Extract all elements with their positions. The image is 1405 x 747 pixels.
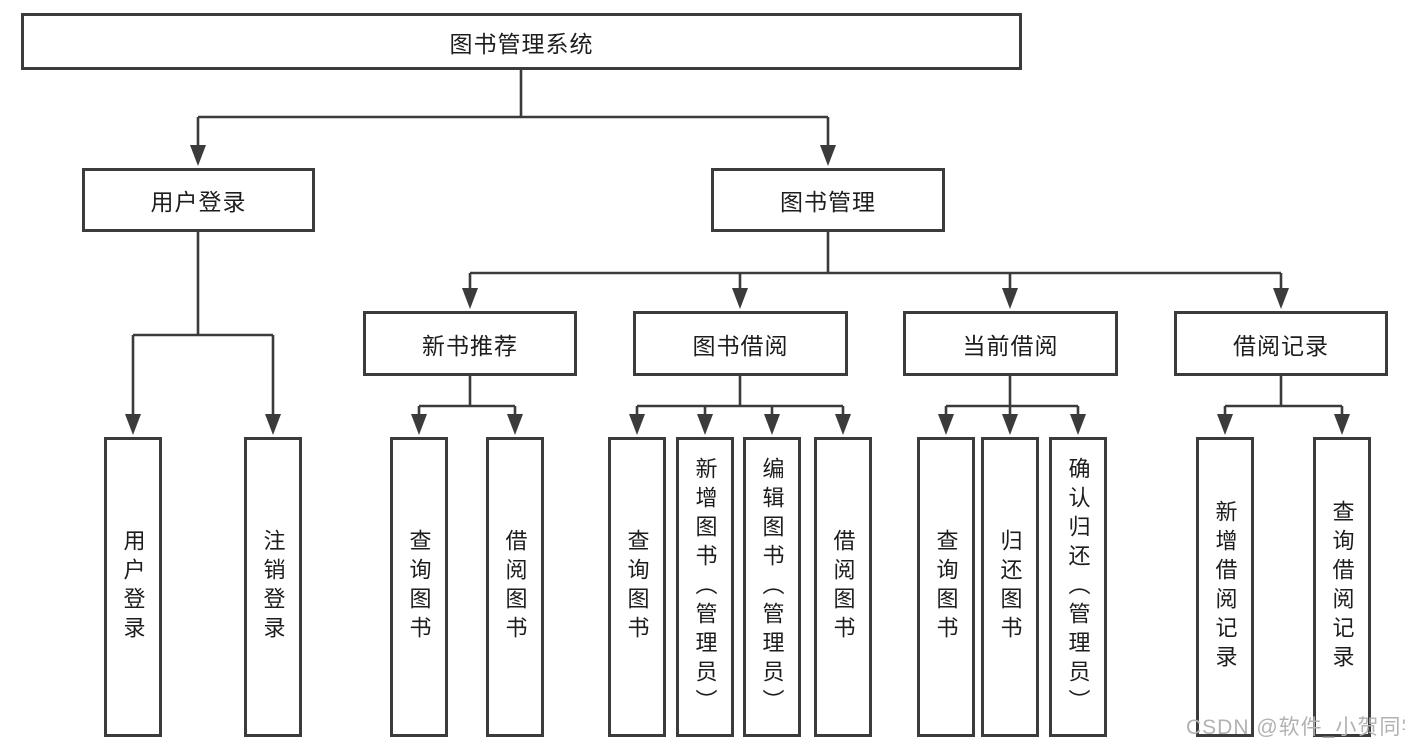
node-current-borrowing: 当前借阅 [903, 311, 1118, 376]
leaf-borrow-query-books-label: 查询图书 [624, 529, 650, 645]
node-book-management-label: 图书管理 [780, 189, 876, 215]
leaf-borrow-add-books-admin-label: 新增图书（管理员） [692, 456, 718, 718]
leaf-current-confirm-return-admin: 确认归还（管理员） [1049, 437, 1107, 737]
node-book-borrowing-label: 图书借阅 [692, 332, 789, 359]
leaf-current-return-books-label: 归还图书 [997, 529, 1023, 645]
leaf-borrow-borrow-books: 借阅图书 [814, 437, 872, 737]
leaf-borrow-edit-books-admin-label: 编辑图书（管理员） [759, 456, 785, 718]
node-user-login-label: 用户登录 [150, 189, 247, 215]
leaf-current-query-books: 查询图书 [917, 437, 975, 737]
leaf-user-login: 用户登录 [104, 437, 162, 737]
node-borrowing-records-label: 借阅记录 [1233, 332, 1329, 359]
leaf-logout-label: 注销登录 [260, 529, 286, 645]
node-root-system: 图书管理系统 [21, 13, 1022, 70]
leaf-records-query-record: 查询借阅记录 [1313, 437, 1371, 737]
node-user-login: 用户登录 [82, 168, 315, 232]
node-root-label: 图书管理系统 [449, 30, 594, 57]
leaf-records-add-record: 新增借阅记录 [1196, 437, 1254, 737]
leaf-newbook-borrow-books: 借阅图书 [486, 437, 544, 737]
node-book-borrowing: 图书借阅 [633, 311, 848, 376]
leaf-newbook-query-books-label: 查询图书 [406, 529, 432, 645]
leaf-user-login-label: 用户登录 [120, 529, 146, 645]
node-new-book-recommend-label: 新书推荐 [422, 332, 518, 359]
leaf-newbook-borrow-books-label: 借阅图书 [502, 529, 528, 645]
leaf-current-query-books-label: 查询图书 [933, 529, 959, 645]
node-borrowing-records: 借阅记录 [1174, 311, 1388, 376]
leaf-current-return-books: 归还图书 [981, 437, 1039, 737]
node-book-management: 图书管理 [711, 168, 945, 232]
node-new-book-recommend: 新书推荐 [363, 311, 577, 376]
leaf-borrow-add-books-admin: 新增图书（管理员） [676, 437, 734, 737]
leaf-newbook-query-books: 查询图书 [390, 437, 448, 737]
leaf-records-add-record-label: 新增借阅记录 [1212, 500, 1238, 674]
leaf-current-confirm-return-admin-label: 确认归还（管理员） [1065, 456, 1091, 718]
node-current-borrowing-label: 当前借阅 [962, 332, 1059, 359]
leaf-logout: 注销登录 [244, 437, 302, 737]
leaf-borrow-borrow-books-label: 借阅图书 [830, 529, 856, 645]
leaf-records-query-record-label: 查询借阅记录 [1329, 500, 1355, 674]
csdn-watermark: CSDN @软件_小贺同学 [1186, 716, 1405, 739]
leaf-borrow-query-books: 查询图书 [608, 437, 666, 737]
leaf-borrow-edit-books-admin: 编辑图书（管理员） [743, 437, 801, 737]
